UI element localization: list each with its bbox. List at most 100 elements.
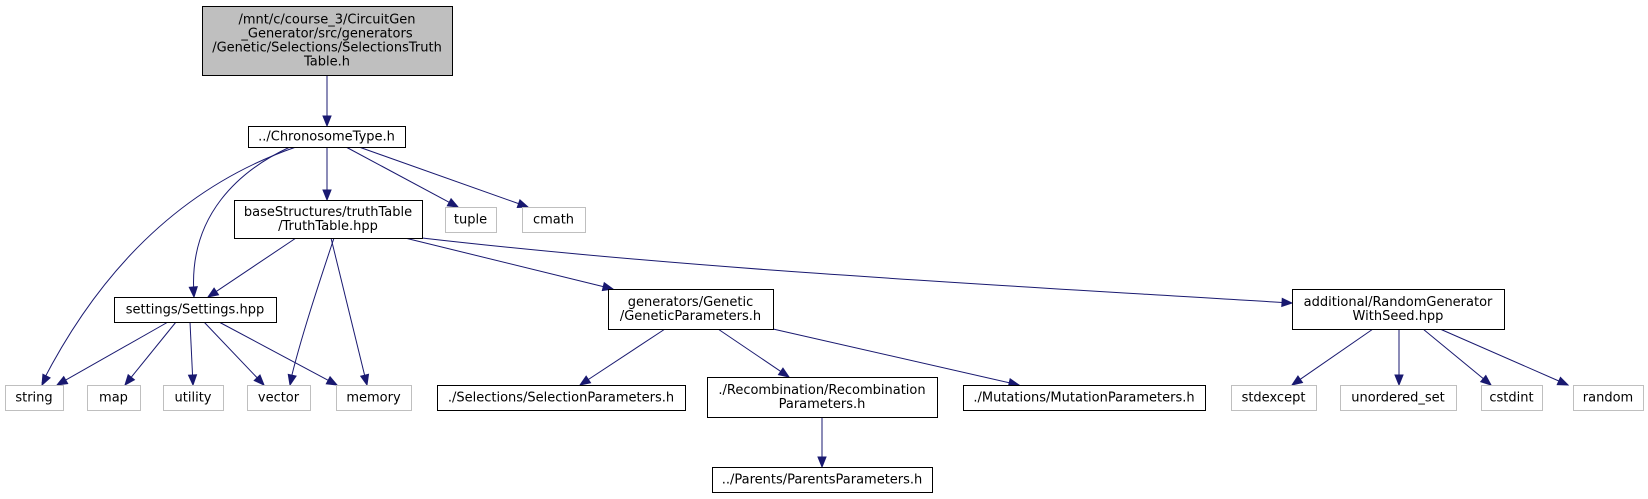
node-label-line: settings/Settings.hpp [126,303,264,318]
node-stdexcept: stdexcept [1231,385,1317,411]
node-box [963,385,1206,411]
node-truth-table[interactable]: baseStructures/truthTable/TruthTable.hpp [234,200,423,239]
node-label-line: cmath [533,213,574,228]
edge-line [218,321,329,381]
arrowhead-icon [253,374,265,386]
arrowhead-icon [578,375,592,386]
edge-line [717,328,781,372]
node-label-line: ./Recombination/Recombination [718,383,925,398]
node-parents-parameters[interactable]: ../Parents/ParentsParameters.h [712,467,933,493]
edge-line [289,237,335,384]
edge-truth_table-to-memory [330,237,370,387]
arrowhead-icon [322,115,332,128]
node-box [202,6,453,76]
edge-line [65,321,169,381]
node-settings[interactable]: settings/Settings.hpp [114,297,277,323]
edge-truth_table-to-random_generator [421,237,1294,308]
node-string: string [5,385,64,411]
edge-line [130,321,177,378]
arrowhead-icon [1290,375,1304,386]
node-label-line: generators/Genetic [628,295,754,310]
node-selections-truth-table: /mnt/c/course_3/CircuitGen_Generator/src… [202,6,453,76]
edge-line [345,146,450,203]
node-box [336,385,412,411]
nodes-layer: /mnt/c/course_3/CircuitGen_Generator/src… [5,6,1644,493]
arrowhead-icon [322,189,332,202]
node-box [445,207,497,233]
edge-truth_table-to-genetic_parameters [404,237,615,292]
arrowhead-icon [287,373,297,387]
edge-chronosome_type-to-cmath [358,146,530,208]
edge-line [330,237,366,376]
edge-settings-to-vector [203,321,265,386]
arrowhead-icon [55,375,69,386]
node-genetic-parameters[interactable]: generators/Genetic/GeneticParameters.h [608,289,774,330]
edge-line [1422,328,1484,380]
edge-line [216,237,297,292]
node-box [163,385,224,411]
edge-chronosome_type-to-tuple [345,146,460,208]
node-box [608,289,774,330]
edge-chronosome_type-to-truth_table [322,147,332,202]
node-label-line: map [99,391,128,406]
node-box [1481,385,1543,411]
node-box [234,200,423,239]
node-label-line: WithSeed.hpp [1353,309,1444,324]
node-box [522,207,586,233]
arrowhead-icon [206,287,220,298]
edge-truth_table-to-settings [206,237,297,298]
node-label-line: ./Mutations/MutationParameters.h [973,391,1194,406]
node-label-line: Table.h [303,55,350,70]
node-recombination-parameters[interactable]: ./Recombination/RecombinationParameters.… [707,377,938,418]
node-box [1292,289,1505,330]
edge-line [404,237,604,288]
edge-line [203,321,258,379]
node-label-line: ./Selections/SelectionParameters.h [448,391,674,406]
node-label-line: Parameters.h [779,397,866,412]
node-box [114,297,277,323]
edge-settings-to-string [55,321,169,386]
edge-settings-to-utility [187,321,198,387]
arrowhead-icon [325,375,339,386]
node-unordered-set: unordered_set [1340,385,1457,411]
edge-settings-to-map [124,321,177,387]
node-label-line: ../ChronosomeType.h [258,130,395,145]
arrowhead-icon [1479,374,1493,386]
arrowhead-icon [601,281,615,292]
edge-line [1299,328,1374,380]
node-label-line: additional/RandomGenerator [1304,295,1493,310]
node-box [712,467,933,493]
node-box [87,385,141,411]
edge-random_generator-to-random [1439,328,1570,386]
edge-line [189,321,194,376]
edge-random_generator-to-unordered_set [1394,329,1404,387]
edge-line [772,328,1010,384]
arrowhead-icon [817,456,827,469]
node-map: map [87,385,141,411]
node-box [1573,385,1644,411]
node-selection-parameters[interactable]: ./Selections/SelectionParameters.h [437,385,686,411]
arrowhead-icon [1556,376,1570,386]
arrowhead-icon [41,373,51,387]
node-memory: memory [336,385,412,411]
edge-selections_truth_table-to-chronosome_type [322,75,332,128]
arrowhead-icon [777,367,791,378]
node-utility: utility [163,385,224,411]
edge-recombination_parameters-to-parents_parameters [817,417,827,469]
edge-chronosome_type-to-string [41,146,297,387]
node-label-line: /GeneticParameters.h [620,309,761,324]
edge-line [588,328,666,380]
node-box [5,385,64,411]
node-label-line: _Generator/src/generators [240,27,412,42]
arrowhead-icon [359,373,370,387]
node-mutation-parameters[interactable]: ./Mutations/MutationParameters.h [963,385,1206,411]
arrowhead-icon [187,374,198,387]
arrowhead-icon [516,199,530,208]
node-box [247,385,311,411]
arrowhead-icon [188,286,198,299]
node-chronosome-type[interactable]: ../ChronosomeType.h [248,126,406,148]
arrowhead-icon [1394,374,1404,387]
node-tuple: tuple [445,207,497,233]
node-label-line: ../Parents/ParentsParameters.h [722,473,923,488]
